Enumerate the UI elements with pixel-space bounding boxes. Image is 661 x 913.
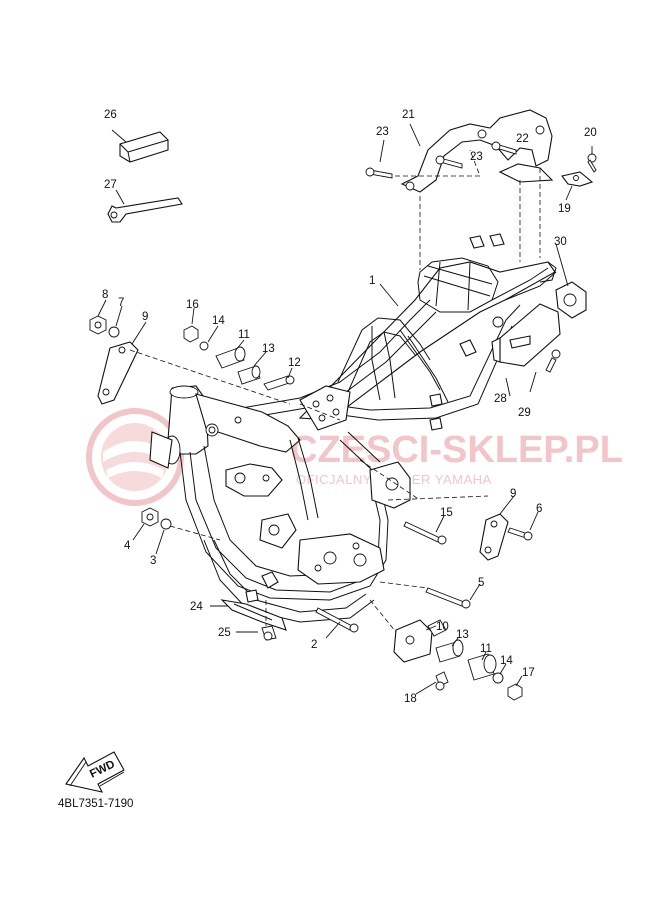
callout-26: 26 (104, 109, 117, 121)
engine-mount-parts-left (89, 315, 295, 405)
callout-10: 10 (436, 621, 449, 633)
callout-30: 30 (554, 236, 567, 248)
callout-11-bottom: 11 (480, 643, 492, 655)
callout-18: 18 (404, 693, 417, 705)
leader-lines (97, 123, 593, 695)
callout-20: 20 (584, 127, 597, 139)
callout-7: 7 (118, 297, 124, 309)
part-code: 4BL7351-7190 (58, 798, 133, 810)
callout-27: 27 (104, 179, 117, 191)
rear-handle-assembly (365, 109, 597, 193)
callout-29: 29 (518, 407, 531, 419)
callout-9-left: 9 (142, 311, 148, 323)
callout-25: 25 (218, 627, 231, 639)
tool-items (107, 131, 183, 223)
callout-1: 1 (369, 275, 375, 287)
callout-23-left: 23 (376, 126, 389, 138)
callout-15: 15 (440, 507, 453, 519)
callout-13-top: 13 (262, 343, 275, 355)
bottom-parts (220, 599, 359, 641)
right-side-parts (491, 281, 587, 373)
callout-14-bottom: 14 (500, 655, 513, 667)
callout-24: 24 (190, 601, 203, 613)
fwd-arrow-icon: FWD (65, 751, 125, 793)
callout-23-right: 23 (470, 151, 483, 163)
callout-11-top: 11 (238, 329, 250, 341)
callout-5: 5 (478, 577, 484, 589)
callout-12: 12 (288, 357, 301, 369)
lower-left-parts (141, 507, 172, 530)
callout-2: 2 (311, 639, 317, 651)
callout-22: 22 (516, 133, 529, 145)
callout-8: 8 (102, 289, 108, 301)
callout-6: 6 (536, 503, 542, 515)
watermark-brand: CZESCI-SKLEP.PL (290, 429, 623, 471)
callout-3: 3 (150, 555, 156, 567)
callout-9-right: 9 (510, 488, 516, 500)
callout-numbers: 1 2 3 4 5 6 7 8 9 9 10 11 11 12 13 13 14… (102, 109, 597, 705)
callout-4: 4 (124, 540, 131, 552)
callout-17: 17 (522, 667, 535, 679)
bottom-right-parts (393, 619, 523, 701)
callout-19: 19 (558, 203, 571, 215)
callout-13-bottom: 13 (456, 629, 469, 641)
callout-28: 28 (494, 393, 507, 405)
main-frame (149, 233, 557, 623)
callout-16: 16 (186, 299, 199, 311)
callout-21: 21 (402, 109, 415, 121)
callout-14-top: 14 (212, 315, 225, 327)
engine-bolts-right (403, 513, 533, 609)
